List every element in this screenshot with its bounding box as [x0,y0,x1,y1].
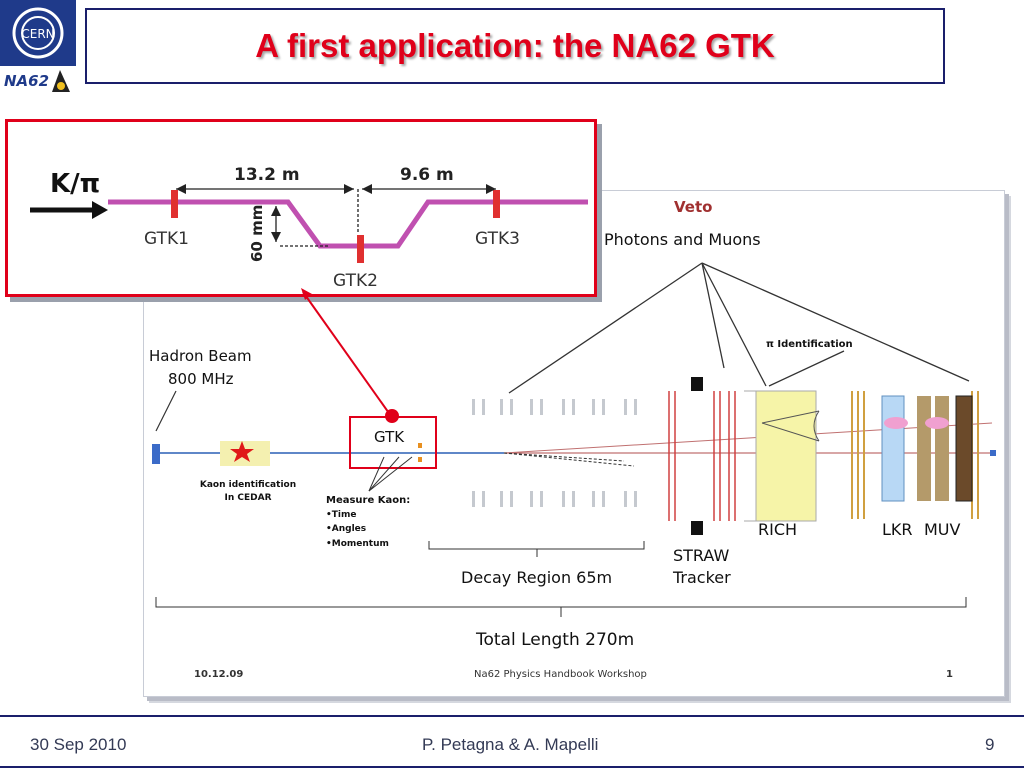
lkr-shower [884,417,908,429]
gtk-stations-diagram: K/π 13.2 m 9.6 m 60 mm GTK1 GTK2 GTK3 [30,165,588,291]
decay-track [503,422,993,454]
gtk2-station [357,235,364,263]
kaon-id-label-2: In CEDAR [224,493,271,503]
decay-fan-1 [503,452,635,467]
gtk-label: GTK [374,428,405,446]
beam-kpi-label: K/π [50,169,100,199]
measure-item-time: •Time [326,510,356,520]
veto-arrows [508,262,970,394]
measure-item-momentum: •Momentum [326,539,389,549]
kaon-star-icon [230,441,254,462]
gtk1-station [171,190,178,218]
beam-rate-label: 800 MHz [168,370,234,388]
measure-item-angles: •Angles [326,524,366,534]
total-length-bracket [155,597,967,617]
measure-arrows [368,456,413,492]
decay-region-bracket [428,541,645,557]
gtk1-label: GTK1 [144,229,189,249]
hadron-beam-label: Hadron Beam [149,347,252,365]
total-length-label: Total Length 270m [475,630,634,650]
cern-na62-logo: CERN NA62 [0,0,76,92]
target-block [152,444,160,464]
measure-kaon-title: Measure Kaon: [326,495,410,506]
gtk3-station [493,190,500,218]
beam-arrow-icon [92,201,108,219]
cern-logo-text: CERN [21,27,54,41]
embedded-page: 1 [946,669,953,680]
slide-title: A first application: the NA62 GTK [255,27,775,64]
straw-label-2: Tracker [672,568,731,587]
footer-date: 30 Sep 2010 [30,735,127,754]
kaon-id-label-1: Kaon identification [200,480,296,490]
distance-left-label: 13.2 m [234,165,300,185]
na62-penguin-icon [52,70,70,92]
muv-3 [955,395,973,502]
decay-region-label: Decay Region 65m [461,568,612,587]
lkr-label: LKR [882,520,913,539]
rich-label: RICH [758,520,797,539]
embedded-workshop: Na62 Physics Handbook Workshop [474,669,647,680]
na62-logo-text: NA62 [4,72,49,90]
gtk2-label: GTK2 [333,271,378,291]
straw-label-1: STRAW [673,546,729,565]
rich-vessel [755,390,817,522]
pi-identification-label: π Identification [766,339,853,350]
logo-block: CERN NA62 [0,0,78,100]
veto-chambers [472,399,637,507]
beam-dump [990,450,996,456]
muv-label: MUV [924,520,961,539]
gtk-inset-panel: K/π 13.2 m 9.6 m 60 mm GTK1 GTK2 GTK3 [5,119,597,297]
straw-tracker [668,377,736,535]
distance-right-label: 9.6 m [400,165,454,185]
hadron-beam-pointer [155,390,177,432]
gtk3-label: GTK3 [475,229,520,249]
footer-page-number: 9 [985,735,995,754]
slide-footer: 30 Sep 2010 P. Petagna & A. Mapelli 9 [0,715,1024,768]
connector-dot [385,409,399,423]
photons-muons-label: Photons and Muons [604,230,761,249]
title-box: A first application: the NA62 GTK [85,8,945,84]
connector-line [302,291,392,417]
depth-label: 60 mm [248,205,266,262]
veto-label: Veto [674,198,712,216]
connector-arrowhead [301,288,312,300]
detector-layout-diagram: Veto Photons and Muons π Identification … [149,198,996,680]
muv-shower [925,417,949,429]
footer-authors: P. Petagna & A. Mapelli [422,735,599,754]
rich-optics [761,410,820,442]
decay-fan-2 [503,452,625,462]
embedded-date: 10.12.09 [194,669,243,680]
